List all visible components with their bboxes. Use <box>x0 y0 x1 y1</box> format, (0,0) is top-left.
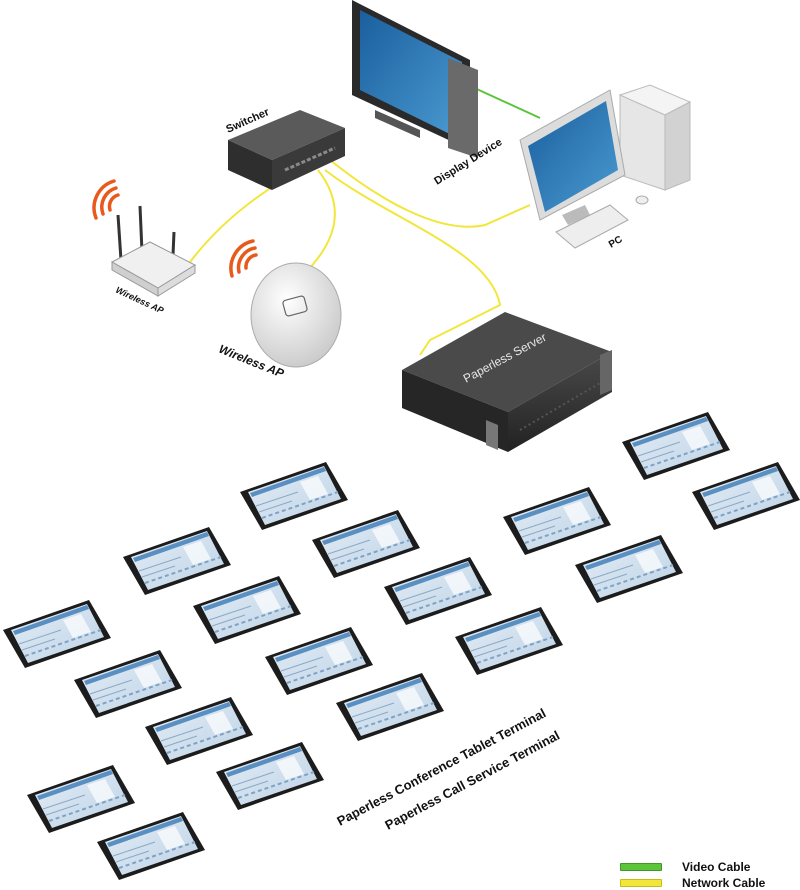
tablet-terminal <box>691 461 800 531</box>
tablet-terminal <box>454 606 564 676</box>
cable-switch-ceiling-ap <box>299 169 336 279</box>
tablet-terminal <box>383 556 493 626</box>
video-cable <box>467 84 541 119</box>
tablet-terminal <box>26 764 136 834</box>
tablet-terminal <box>574 534 684 604</box>
legend-item-video-cable: Video Cable <box>620 860 750 874</box>
tablet-terminal <box>621 411 731 481</box>
wireless-ap-router <box>110 205 197 297</box>
legend-swatch-video <box>620 863 662 871</box>
legend-label-video: Video Cable <box>682 860 751 874</box>
legend-swatch-network <box>620 879 662 887</box>
tablet-terminal <box>2 599 112 669</box>
tablet-terminal <box>122 526 232 596</box>
tablet-terminal <box>502 486 612 556</box>
pc <box>519 84 692 249</box>
legend-item-network-cable: Network Cable <box>620 876 765 890</box>
tablet-terminal <box>311 509 421 579</box>
tablet-terminal <box>335 672 445 742</box>
tablet-terminal <box>144 696 254 766</box>
tablet-terminal <box>192 575 302 645</box>
tablet-terminal <box>215 741 325 811</box>
tablet-terminal <box>73 649 183 719</box>
wireless-ap-ceiling <box>250 262 342 368</box>
cable-switch-server <box>324 169 502 356</box>
legend-label-network: Network Cable <box>682 876 766 890</box>
display-device <box>352 0 478 158</box>
wifi-signal-router <box>92 179 120 220</box>
switcher <box>228 110 345 190</box>
tablet-terminal <box>264 626 374 696</box>
wifi-signal-ceiling-ap <box>229 239 258 278</box>
tablet-terminal <box>239 461 349 531</box>
label-pc: PC <box>607 234 625 250</box>
cable-switch-pc <box>329 159 531 228</box>
paperless-server <box>402 312 612 452</box>
tablet-terminal <box>96 811 206 881</box>
